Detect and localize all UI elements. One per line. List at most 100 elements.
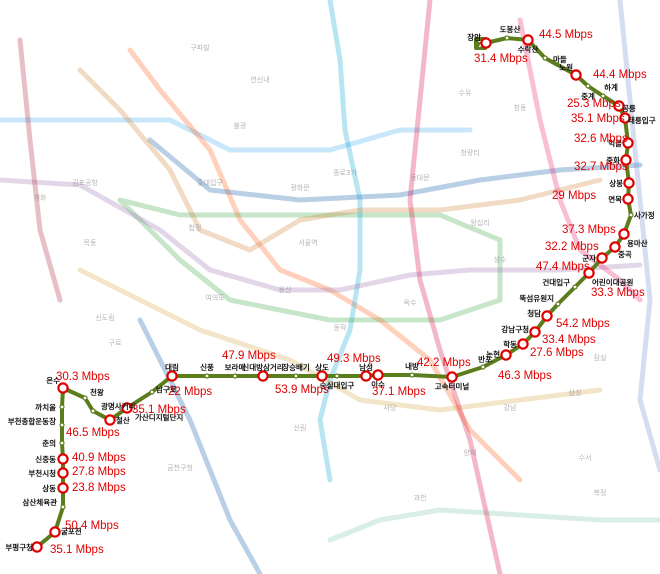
- background-line-0: [0, 117, 473, 153]
- station-marker[interactable]: [622, 137, 634, 149]
- station-dobongsan[interactable]: 도봉산: [500, 24, 521, 41]
- station-marker[interactable]: [57, 453, 69, 465]
- station-marker[interactable]: [316, 370, 328, 382]
- station-name: 숭실대입구: [320, 380, 355, 390]
- station-sangbong[interactable]: 상봉: [609, 177, 635, 189]
- station-nonhyeon[interactable]: 논현: [486, 349, 512, 361]
- station-marker[interactable]: [360, 370, 372, 382]
- station-chunui[interactable]: 춘의: [42, 438, 65, 448]
- speed-label-nowon: 44.4 Mbps: [593, 69, 647, 81]
- station-isu[interactable]: 이수: [371, 369, 385, 389]
- station-onsu[interactable]: 온수: [46, 376, 69, 394]
- station-marker[interactable]: [49, 526, 61, 538]
- station-samsan[interactable]: 삼산체육관: [23, 497, 66, 510]
- station-name: 장암: [467, 32, 481, 42]
- station-express[interactable]: 고속터미널: [435, 371, 470, 391]
- station-marker[interactable]: [31, 541, 43, 553]
- station-marker[interactable]: [541, 310, 553, 322]
- station-bupyeonggu[interactable]: 부평구청: [5, 541, 43, 553]
- background-station-label: 용산: [279, 285, 292, 294]
- station-marker[interactable]: [480, 37, 492, 49]
- station-junghwa[interactable]: 중화: [606, 154, 632, 166]
- station-marker[interactable]: [500, 349, 512, 361]
- station-cheongdam[interactable]: 청담: [527, 308, 553, 322]
- station-junggye[interactable]: 중계: [581, 83, 595, 101]
- station-soongsil[interactable]: 숭실대입구: [320, 373, 355, 390]
- station-marker[interactable]: [257, 370, 269, 382]
- station-cheonwang[interactable]: 천왕: [82, 387, 104, 401]
- station-jangam[interactable]: 장암: [467, 32, 492, 49]
- station-marker[interactable]: [596, 252, 608, 264]
- station-gulpocheon[interactable]: 굴포천: [49, 526, 82, 538]
- station-jangseungbaegi[interactable]: 장승배기: [282, 362, 310, 379]
- station-boramae[interactable]: 보라매: [225, 362, 246, 379]
- station-marker[interactable]: [121, 402, 133, 414]
- background-line-3: [147, 137, 643, 203]
- station-marker[interactable]: [57, 467, 69, 479]
- station-nowon[interactable]: 노원: [559, 62, 582, 81]
- station-marker[interactable]: [618, 228, 630, 240]
- station-marker[interactable]: [613, 100, 625, 112]
- speed-label-daerim: 22 Mbps: [168, 386, 212, 398]
- station-taereung[interactable]: 태릉입구: [619, 112, 656, 125]
- station-madeul[interactable]: 마들: [542, 54, 567, 64]
- background-station-label: 개화: [34, 193, 47, 202]
- station-kkachiul[interactable]: 까치울: [35, 402, 65, 412]
- station-suraksan[interactable]: 수락산: [518, 34, 539, 54]
- station-marker[interactable]: [522, 34, 534, 46]
- station-ttukseom[interactable]: 뚝섬유원지: [520, 293, 561, 307]
- background-station-label: 수서: [579, 453, 592, 462]
- station-sinjungdong[interactable]: 신중동: [35, 453, 69, 465]
- station-bucheoncityhall[interactable]: 부천시청: [28, 467, 69, 479]
- station-sindaebang3[interactable]: 신대방삼거리: [242, 362, 284, 382]
- station-meokgol[interactable]: 먹골: [608, 137, 634, 149]
- station-sangdo[interactable]: 상도: [315, 362, 329, 382]
- station-marker[interactable]: [623, 177, 635, 189]
- background-station-label: 목동: [84, 239, 97, 247]
- station-gangnamgu[interactable]: 강남구청: [501, 324, 541, 338]
- station-hagye[interactable]: 하계: [600, 82, 618, 99]
- station-yongmasan[interactable]: 용마산: [618, 228, 648, 248]
- station-marker[interactable]: [57, 482, 69, 494]
- station-name: 대림: [165, 362, 179, 372]
- station-marker[interactable]: [517, 338, 529, 350]
- station-naebang[interactable]: 내방: [405, 361, 419, 378]
- station-cheolsan[interactable]: 철산: [104, 414, 130, 426]
- station-childrens[interactable]: 어린이대공원: [583, 267, 633, 287]
- station-namseong[interactable]: 남성: [359, 362, 373, 382]
- station-tick: [555, 301, 561, 307]
- station-marker[interactable]: [166, 370, 178, 382]
- station-banpo[interactable]: 반포: [478, 354, 492, 370]
- speed-label-cheongdam: 54.2 Mbps: [556, 318, 610, 330]
- station-sagajeong[interactable]: 사가정: [628, 210, 655, 220]
- station-marker[interactable]: [529, 326, 541, 338]
- station-daerim[interactable]: 대림: [165, 362, 179, 382]
- station-sinpung[interactable]: 신풍: [200, 362, 214, 379]
- station-gunja[interactable]: 군자: [582, 252, 608, 264]
- station-konkuk[interactable]: 건대입구: [542, 277, 578, 290]
- station-marker[interactable]: [620, 154, 632, 166]
- station-name: 철산: [116, 415, 130, 425]
- station-gongneung[interactable]: 공릉: [613, 100, 636, 113]
- background-station-label: 양재: [464, 449, 477, 457]
- station-namguro[interactable]: 남구로: [149, 384, 177, 395]
- station-name: 남구로: [156, 384, 177, 394]
- station-hak[interactable]: 학동: [503, 338, 529, 350]
- station-marker[interactable]: [570, 69, 582, 81]
- station-myeonmok[interactable]: 면목: [608, 193, 634, 205]
- station-marker[interactable]: [372, 369, 384, 381]
- station-bucheonstadium[interactable]: 부천종합운동장: [8, 416, 65, 428]
- station-sangdong[interactable]: 상동: [42, 482, 69, 494]
- station-marker[interactable]: [446, 371, 458, 383]
- background-station-label: 연신내: [250, 75, 269, 84]
- station-marker[interactable]: [57, 382, 69, 394]
- station-gasan[interactable]: 가산디지털단지: [121, 402, 183, 422]
- station-junggok[interactable]: 중곡: [609, 241, 632, 259]
- station-gwangmyeong[interactable]: 광명사거리: [90, 401, 136, 414]
- station-marker[interactable]: [622, 193, 634, 205]
- station-marker[interactable]: [583, 267, 595, 279]
- station-marker[interactable]: [104, 414, 116, 426]
- station-marker[interactable]: [619, 112, 631, 124]
- station-marker[interactable]: [609, 241, 621, 253]
